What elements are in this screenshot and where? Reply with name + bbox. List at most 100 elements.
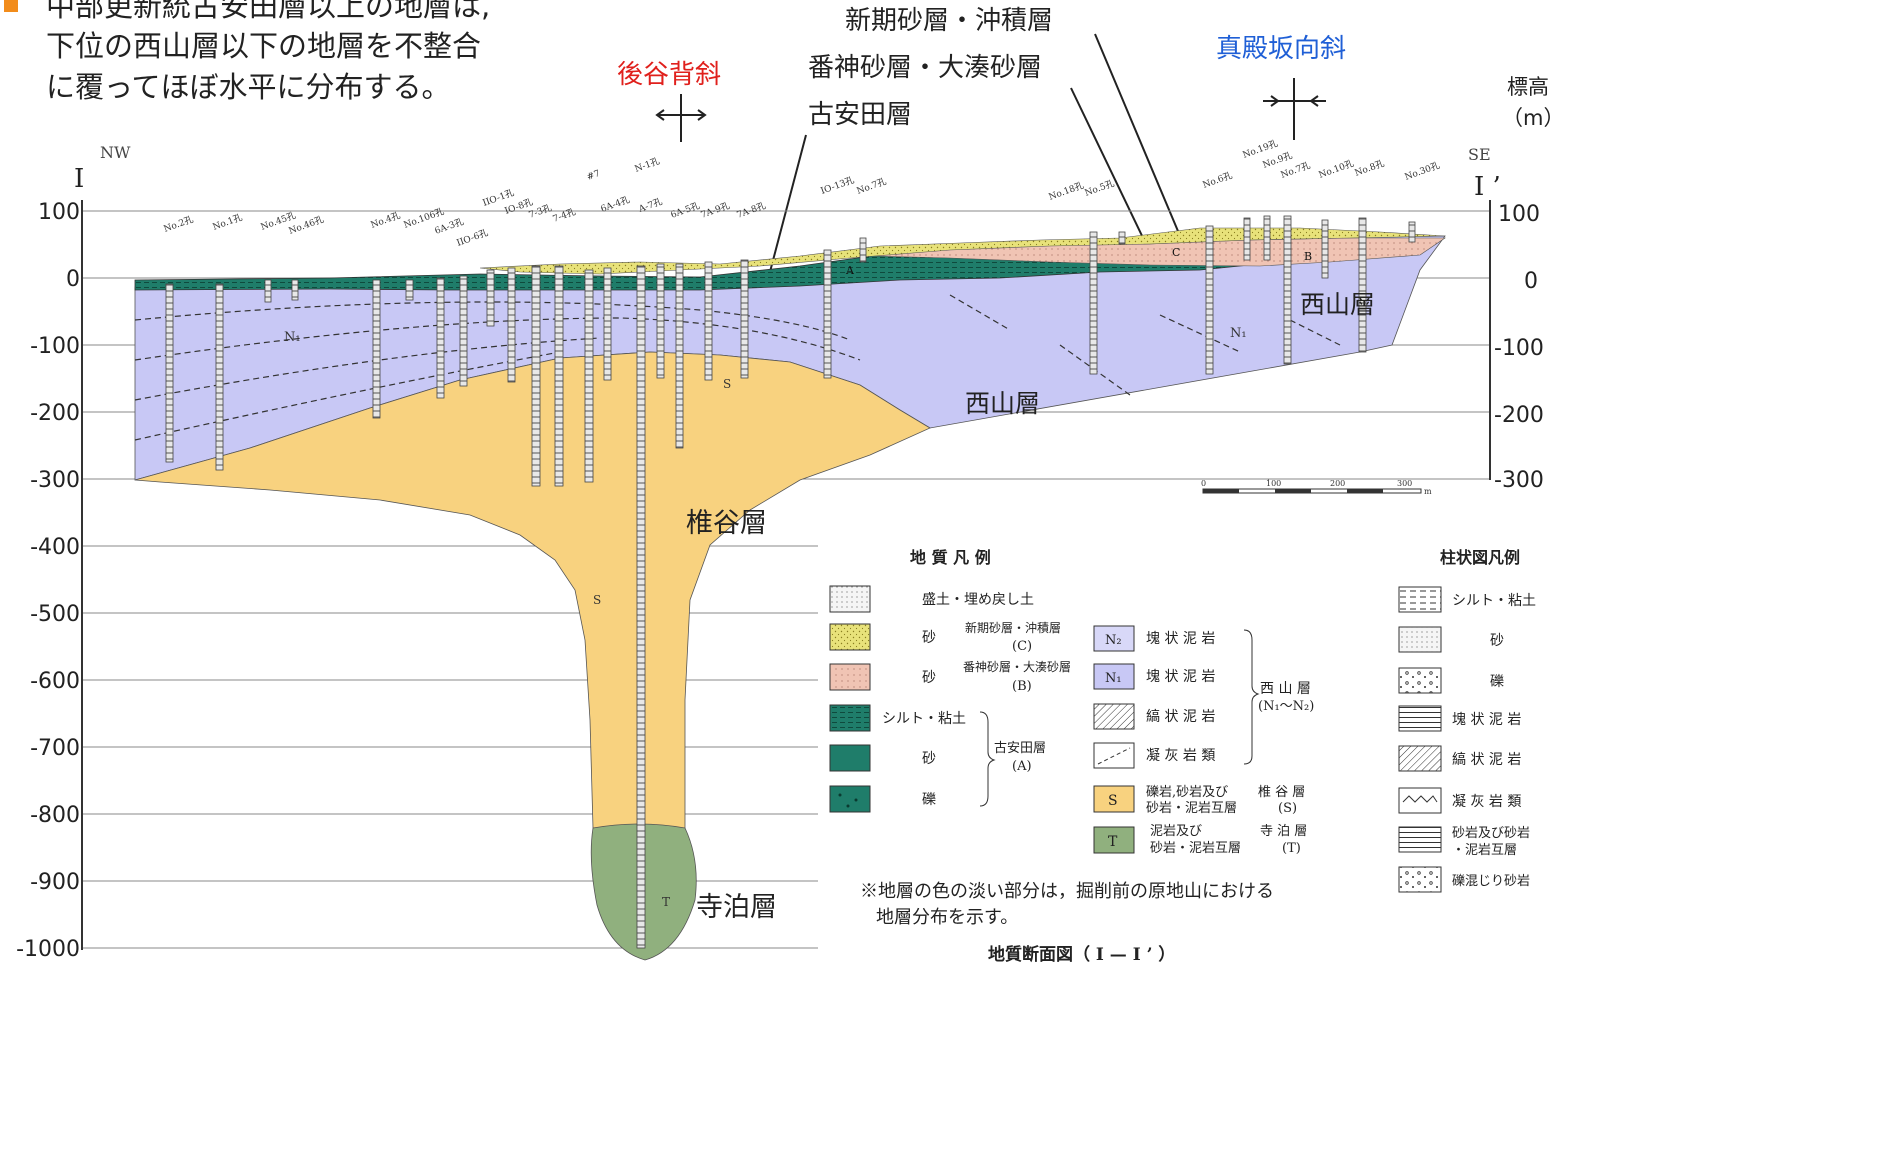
shiiya-label: 椎谷層 [686,508,767,539]
t-label: T [662,895,670,909]
scale-tick-300: 300 [1397,479,1412,488]
borehole [165,283,174,463]
heading: 中部更新統古安田層以上の地層は, 下位の西山層以下の地層を不整合 に覆ってほぼ水… [4,0,490,104]
y-tick-minus-700: -700 [30,736,80,761]
borehole-label: No.30孔 [1403,160,1441,183]
new-sand-label: 新期砂層・沖積層 [845,6,1053,36]
section-start-marker: I [74,164,84,194]
a-label: A [845,264,855,277]
y-tick-minus-1000: -1000 [16,937,80,962]
left-axis-labels: 100 0 -100 -200 -300 -400 -500 -600 -700… [16,200,80,962]
legend-title-geology: 地 質 凡 例 [910,548,991,567]
nishiyama-label-1: 西山層 [1300,290,1375,319]
swatch-a-gravel [829,785,871,813]
borehole [291,279,299,301]
syncline-symbol [1263,78,1326,140]
legend-t-name-1: 寺 泊 層 [1260,824,1307,839]
legend-striped-text: 縞 状 泥 岩 [1146,708,1215,725]
s-label-1: S [723,377,731,391]
y-right-tick-0: 0 [1524,269,1538,294]
scale-tick-100: 100 [1266,479,1281,488]
geologic-cross-section: 中部更新統古安田層以上の地層は, 下位の西山層以下の地層を不整合 に覆ってほぼ水… [4,0,1565,965]
borehole-label: 7-4孔 [551,206,577,224]
legend-fill-text: 盛土・埋め戻し土 [922,592,1034,608]
col-massive-text: 塊 状 泥 岩 [1452,712,1521,728]
borehole [554,265,564,487]
y-tick-minus-600: -600 [30,669,80,694]
y-tick-minus-900: -900 [30,870,80,895]
y-tick-100: 100 [38,200,80,225]
unit-labels: 西山層 西山層 椎谷層 寺泊層 N₁ N₁ S S T A B C [284,246,1375,923]
col-pebbly-text: 礫混じり砂岩 [1452,873,1530,889]
y-tick-minus-500: -500 [30,602,80,627]
col-swatch-striped [1398,745,1442,772]
borehole-label: 7A-9孔 [699,200,731,221]
swatch-banjin [829,663,871,691]
borehole-label: No.7孔 [855,176,888,197]
right-axis-labels: 100 0 -100 -200 -300 [1494,202,1544,493]
legend-s-name-1: 椎 谷 層 [1258,785,1305,800]
swatch-a-silt [829,704,871,732]
legend-tuff-text: 凝 灰 岩 類 [1146,748,1215,764]
c-label: C [1172,246,1180,259]
col-alt-text-2: ・泥岩互層 [1452,843,1517,858]
legend-sand-c-kind: 砂 [922,630,936,646]
borehole [740,259,749,379]
borehole-label: No.8孔 [1353,158,1386,179]
teradomari-label: 寺泊層 [696,892,777,923]
borehole [1089,231,1098,375]
y-right-tick-minus-200: -200 [1494,403,1544,428]
borehole [656,263,665,379]
legend-s-text-1: 礫岩,砂岩及び [1146,784,1228,800]
b-label: B [1304,250,1312,263]
col-tuff-text: 凝 灰 岩 類 [1452,794,1521,810]
legend-s-name-2: (S) [1278,801,1297,816]
borehole [264,279,272,303]
borehole-label: A-7孔 [636,196,664,215]
swatch-n1 [1093,663,1135,690]
col-gravel-text: 礫 [1490,674,1504,690]
n1-label-right: N₁ [1230,326,1247,341]
legend-nishi-name-2: (N₁～N₂) [1258,699,1314,714]
swatch-s [1093,785,1135,813]
swatch-striped [1093,703,1135,730]
y-right-tick-minus-300: -300 [1494,468,1544,493]
borehole [636,265,646,949]
col-swatch-pebbly [1398,866,1442,893]
y-tick-minus-800: -800 [30,803,80,828]
legend-note-1: ※地層の色の淡い部分は，掘削前の原地山における [860,881,1274,902]
y-right-tick-minus-100: -100 [1494,336,1544,361]
borehole [436,277,445,399]
borehole-label: 6A-3孔 [433,216,465,237]
borehole [823,249,832,379]
borehole [1283,215,1292,365]
borehole [603,267,612,381]
borehole-label: IO-13孔 [819,175,855,197]
y-right-tick-100: 100 [1498,202,1540,227]
legend-a-silt: シルト・粘土 [882,711,966,727]
col-swatch-silt [1398,586,1442,613]
heading-line-1: 中部更新統古安田層以上の地層は, [46,0,490,23]
anticline-label: 後谷背斜 [617,60,721,90]
section-end-marker: I ’ [1474,172,1501,202]
borehole [1118,231,1126,245]
borehole-label: #7 [586,169,602,183]
col-swatch-gravel [1398,667,1442,694]
scale-bar: 0 100 200 300 m [1201,479,1432,496]
legend-sand-c-name-1: 新期砂層・沖積層 [965,620,1061,635]
borehole-label: No.6孔 [1201,170,1234,191]
heading-line-3: に覆ってほぼ水平に分布する。 [46,70,451,104]
nw-label: NW [100,143,131,162]
legend-sand-b-name-1: 番神砂層・大湊砂層 [963,660,1071,674]
legend-t-name-2: (T) [1282,841,1301,856]
col-silt-text: シルト・粘土 [1452,593,1536,609]
col-swatch-massive [1398,705,1442,732]
legend-note-2: 地層分布を示す。 [876,907,1018,928]
borehole-label: N-1孔 [633,156,661,175]
se-label: SE [1468,145,1491,164]
borehole [1358,217,1367,353]
swatch-fill [829,585,871,613]
legend-nishi-brace [1243,629,1260,765]
s-label-2: S [593,593,601,607]
legend-sand-c-name-2: (C) [1012,639,1032,654]
